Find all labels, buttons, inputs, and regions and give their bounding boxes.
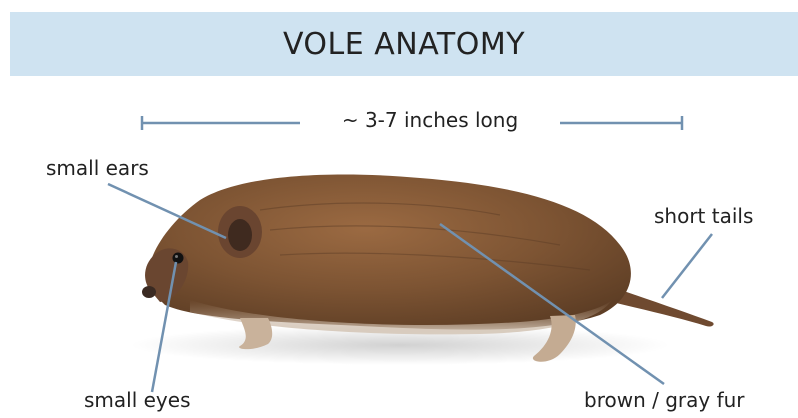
eye-icon: [173, 253, 184, 264]
vole-tail: [612, 288, 714, 327]
label-small-eyes: small eyes: [84, 388, 191, 412]
vole-body: [148, 174, 631, 329]
length-label: ~ 3-7 inches long: [300, 108, 560, 132]
nose: [142, 286, 156, 298]
tail-leader-line: [662, 234, 712, 298]
label-small-ears: small ears: [46, 156, 149, 180]
ear-icon: [218, 206, 262, 258]
label-short-tails: short tails: [654, 204, 753, 228]
label-fur: brown / gray fur: [584, 388, 745, 412]
